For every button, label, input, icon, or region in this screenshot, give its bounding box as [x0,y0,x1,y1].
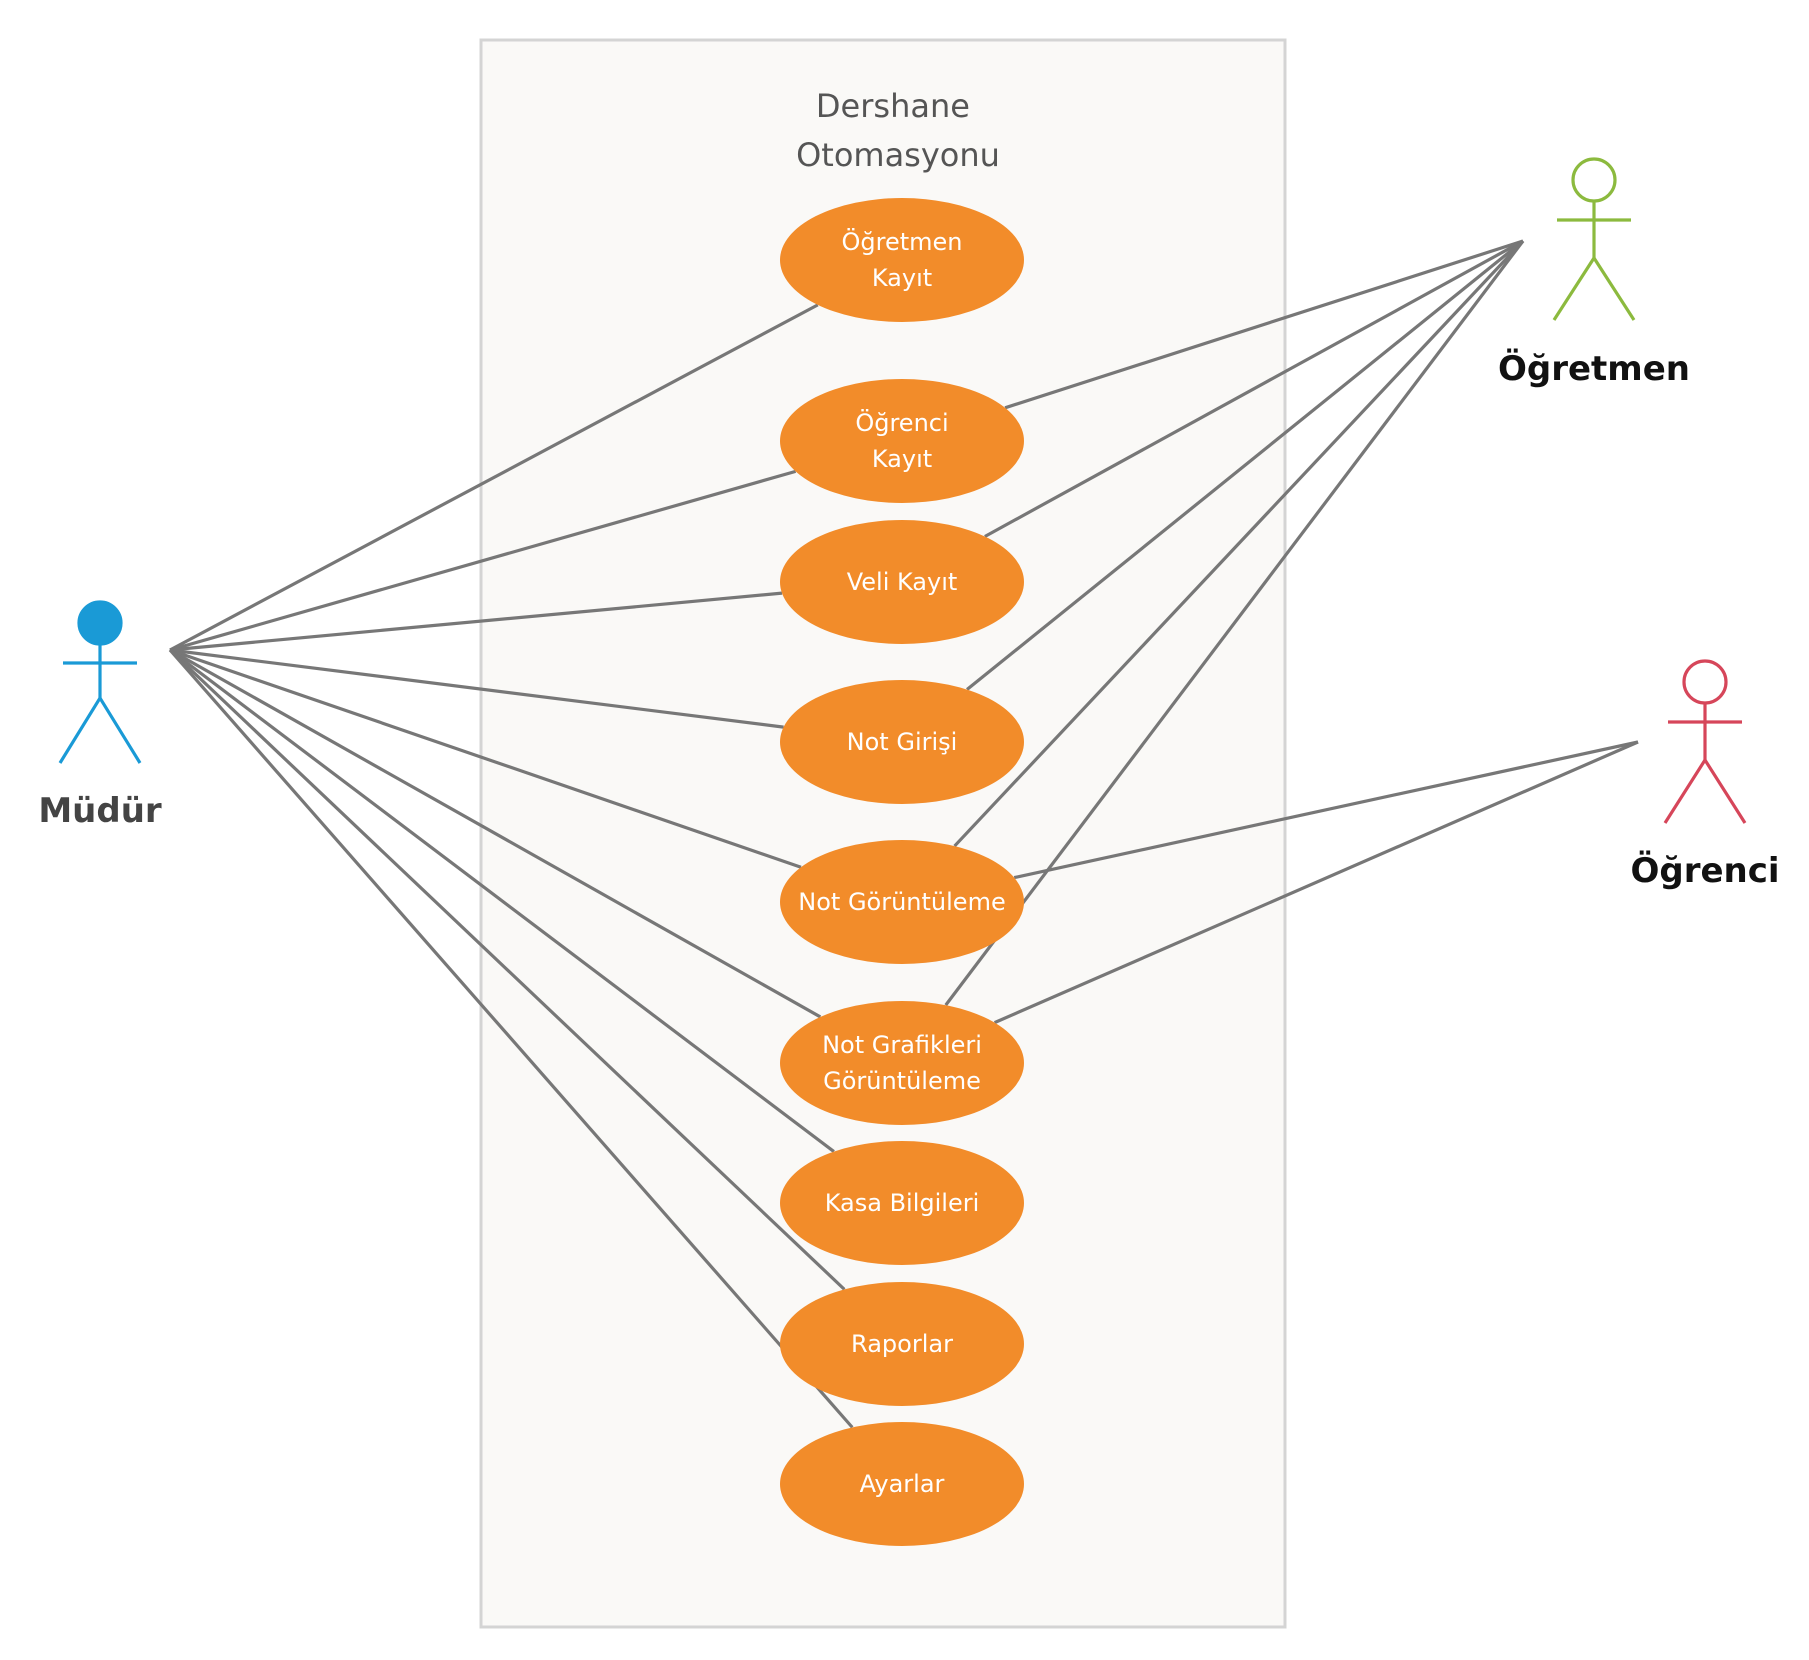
actor-ogrenci[interactable]: Öğrenci [1630,659,1780,891]
use-case-raporlar[interactable]: Raporlar [780,1282,1024,1406]
use-case-label: Veli Kayıt [847,568,958,596]
association-ogretmen-not-grafikleri-goruntuleme [944,240,1525,1007]
use-case-not-girisi[interactable]: Not Girişi [780,680,1024,804]
association-mudur-ayarlar [168,648,854,1429]
actor-ogretmen[interactable]: Öğretmen [1498,157,1690,389]
actor-legs-icon [58,694,142,764]
association-mudur-raporlar [168,648,846,1291]
association-mudur-not-goruntuleme [169,648,802,869]
use-case-ellipse [780,1001,1024,1125]
use-case-label: Öğretmen [842,227,963,256]
association-ogretmen-not-goruntuleme [953,239,1525,848]
actor-label: Müdür [38,791,162,831]
use-case-ellipse [780,680,1024,804]
use-case-label: Not Görüntüleme [798,888,1005,916]
association-mudur-kasa-bilgileri [169,648,835,1153]
use-case-ayarlar[interactable]: Ayarlar [780,1422,1024,1546]
use-case-label: Kayıt [872,264,932,292]
use-case-kasa-bilgileri[interactable]: Kasa Bilgileri [780,1141,1024,1265]
association-mudur-ogretmen-kayit [169,303,819,652]
use-case-label: Raporlar [851,1330,953,1358]
association-mudur-not-girisi [169,648,784,729]
actor-label: Öğrenci [1630,850,1779,891]
use-case-ellipse [780,1282,1024,1406]
use-case-ellipse [780,198,1024,322]
use-case-ellipse [780,379,1024,503]
use-case-label: Not Girişi [847,728,958,756]
association-mudur-not-grafikleri-goruntuleme [169,648,822,1019]
actor-legs-icon [1552,255,1636,321]
association-ogretmen-not-girisi [966,239,1525,691]
actor-head-icon [1571,157,1617,203]
actor-legs-icon [1663,757,1747,824]
use-case-ellipse [780,1141,1024,1265]
use-case-ellipse [780,1422,1024,1546]
association-ogretmen-ogrenci-kayit [1004,239,1524,410]
association-ogretmen-veli-kayit [984,239,1524,538]
association-mudur-veli-kayit [169,591,783,652]
actor-label: Öğretmen [1498,348,1690,389]
use-case-not-goruntuleme[interactable]: Not Görüntüleme [780,840,1024,964]
actor-head-icon [1682,659,1728,705]
use-case-label: Öğrenci [855,408,948,437]
use-case-label: Not Grafikleri [822,1031,982,1059]
system-title: Dershane Otomasyonu [796,87,1000,174]
association-ogrenci-not-goruntuleme [1013,740,1639,880]
actor-mudur[interactable]: Müdür [38,600,162,831]
association-ogrenci-not-grafikleri-goruntuleme [993,740,1639,1025]
use-case-label: Ayarlar [860,1470,945,1498]
system-title-line-2: Otomasyonu [796,136,1000,174]
actor-head-icon [77,600,123,646]
system-title-line-1: Dershane [816,87,970,125]
use-case-veli-kayit[interactable]: Veli Kayıt [780,520,1024,644]
association-lines [168,239,1639,1429]
association-mudur-ogrenci-kayit [169,469,797,652]
use-case-label: Kayıt [872,445,932,473]
use-case-label: Görüntüleme [823,1067,981,1095]
use-case-ellipse [780,520,1024,644]
use-case-ellipse [780,840,1024,964]
use-case-label: Kasa Bilgileri [825,1189,980,1217]
